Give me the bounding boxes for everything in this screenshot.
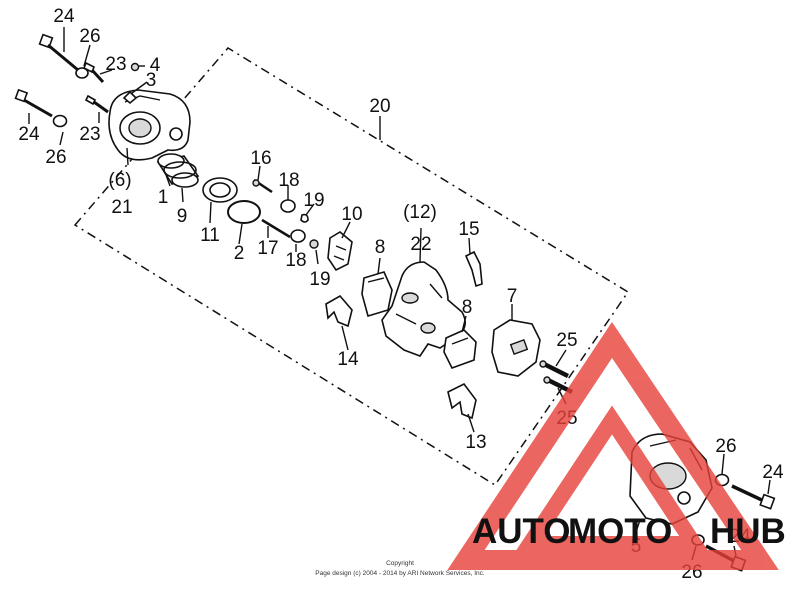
callout-18-upper: 18 <box>278 170 299 191</box>
copyright-notice: Page design (c) 2004 - 2014 by ARI Netwo… <box>315 570 485 577</box>
watermark-wordmark: AUTO MOTO HUB <box>472 512 786 551</box>
callout-12: (12) <box>403 202 437 223</box>
callout-23-left: 23 <box>79 124 100 145</box>
callout-24-top: 24 <box>53 6 75 27</box>
watermark-triangle-inner <box>515 405 709 552</box>
dust-seal-11 <box>202 177 238 203</box>
callout-22: 22 <box>410 234 431 255</box>
brake-pad-8-lower <box>443 329 477 369</box>
pin-bolt-25-upper <box>539 360 570 379</box>
caliper-body-21 <box>108 89 191 161</box>
brake-pad-8-upper <box>361 271 393 318</box>
caliper-bracket-22 <box>381 261 466 357</box>
retainer-clip-15 <box>464 250 483 288</box>
callout-14: 14 <box>337 349 359 370</box>
callout-7: 7 <box>507 286 518 307</box>
callout-8-upper: 8 <box>375 237 386 258</box>
bolt-24-upper <box>38 33 79 72</box>
boot-18-lower <box>290 229 306 243</box>
callout-16: 16 <box>250 148 271 169</box>
callout-13: 13 <box>465 432 486 453</box>
callout-labels: 24 26 23 4 3 24 23 26 (6) 21 1 9 11 2 16… <box>18 6 784 583</box>
callout-8-lower: 8 <box>462 297 473 318</box>
pin-17 <box>261 218 291 239</box>
clip-19-upper <box>300 213 309 223</box>
washer-26-left <box>52 114 68 128</box>
piston-seal-1 <box>163 161 197 179</box>
callout-23-top: 23 <box>105 54 126 75</box>
watermark-word-auto: AUTO <box>472 512 571 551</box>
callout-18-lower: 18 <box>285 250 306 271</box>
callout-19-upper: 19 <box>303 190 324 211</box>
pad-retainer-14 <box>325 294 353 328</box>
pin-16 <box>252 178 273 194</box>
pad-retainer-13 <box>447 382 477 420</box>
bleeder-23-upper <box>82 61 105 84</box>
bolt-24-right <box>731 484 776 510</box>
watermark-word-hub: HUB <box>710 512 786 551</box>
callout-4: 4 <box>150 55 161 76</box>
callout-9: 9 <box>177 206 188 227</box>
callout-1: 1 <box>158 187 169 208</box>
callout-11: 11 <box>200 225 220 246</box>
callout-26-left: 26 <box>45 147 66 168</box>
washer-26-upper <box>75 67 89 79</box>
callout-6: (6) <box>108 170 131 191</box>
callout-24-left: 24 <box>18 124 40 145</box>
watermark-triangle-outer <box>447 322 779 570</box>
cap-4 <box>130 62 140 72</box>
watermark-logo <box>447 322 779 570</box>
callout-3: 3 <box>146 70 157 91</box>
boot-18-upper <box>280 199 296 213</box>
bleeder-23-left <box>84 94 109 114</box>
callout-20: 20 <box>369 96 390 117</box>
copyright-title: Copyright <box>386 560 414 567</box>
callout-17: 17 <box>257 238 278 259</box>
callout-25-upper: 25 <box>556 330 577 351</box>
pad-spring-10 <box>327 231 353 272</box>
callout-21: 21 <box>111 197 132 218</box>
o-ring-2 <box>227 200 261 224</box>
watermark-word-moto: MOTO <box>568 512 672 551</box>
callout-2: 2 <box>234 243 245 264</box>
callout-24-right: 24 <box>762 462 784 483</box>
pad-shim-7 <box>491 319 541 377</box>
callout-26-right: 26 <box>715 436 736 457</box>
clip-19-lower <box>309 239 319 249</box>
callout-15: 15 <box>458 219 479 240</box>
callout-10: 10 <box>341 204 362 225</box>
bolt-24-left <box>14 88 53 118</box>
callout-19-lower: 19 <box>309 269 330 290</box>
callout-26-top: 26 <box>79 26 100 47</box>
